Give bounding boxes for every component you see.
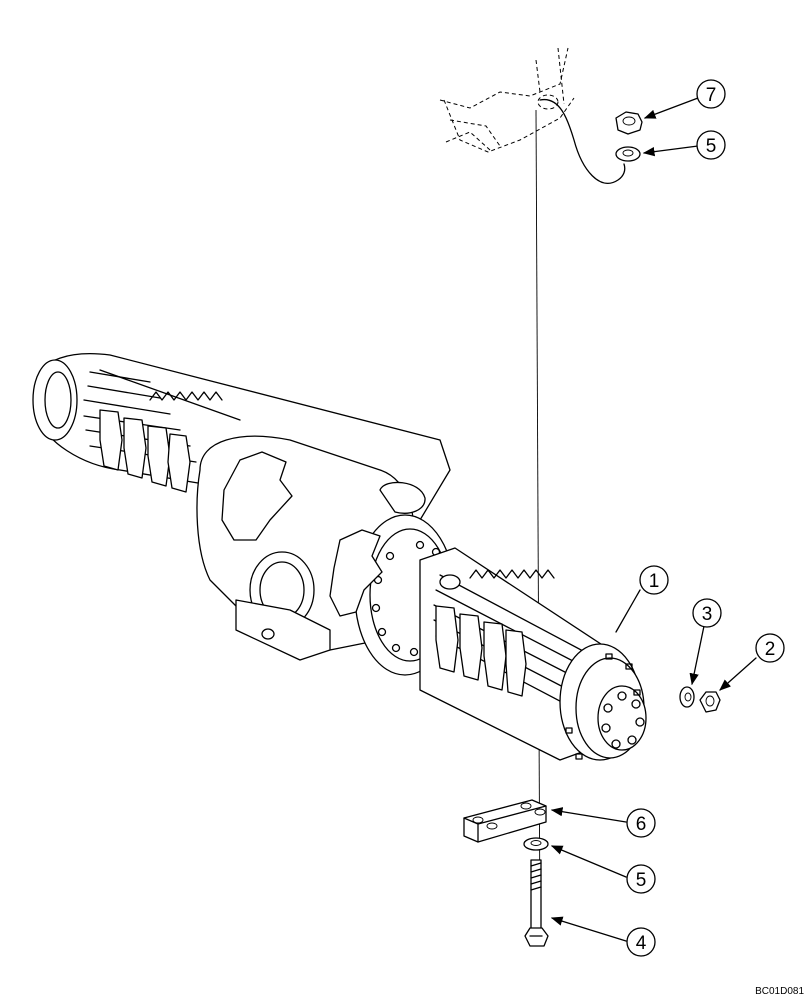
cable: [539, 99, 626, 184]
callout-label: 2: [765, 639, 776, 660]
washer-part-5-bottom: [523, 837, 549, 851]
leader-lines: [550, 97, 757, 942]
callout-label: 1: [649, 571, 660, 592]
bolt-axis-line: [535, 109, 541, 931]
callout-5-bottom: 5: [626, 864, 656, 894]
callout-label: 4: [636, 933, 647, 954]
callout-label: 7: [706, 85, 717, 106]
callout-6: 6: [626, 808, 656, 838]
frame-bracket-dashed: [439, 47, 575, 153]
plate-part-6: [463, 799, 547, 843]
washer-part-3: [679, 686, 695, 708]
axle-assembly-part-1: [32, 353, 647, 761]
nut-part-2: [699, 691, 721, 713]
callout-1: 1: [639, 565, 669, 595]
callout-7: 7: [696, 79, 726, 109]
hub-studs: [601, 691, 645, 749]
drawing-code: BC01D081: [755, 986, 804, 997]
hub-rim-bolts: [565, 653, 641, 760]
callout-label: 3: [702, 604, 713, 625]
washer-part-5-top: [615, 146, 641, 162]
callout-label: 5: [706, 136, 717, 157]
callout-3: 3: [692, 598, 722, 628]
callout-5-top: 5: [696, 130, 726, 160]
callout-4: 4: [626, 927, 656, 957]
callout-2: 2: [755, 633, 785, 663]
nut-part-7: [615, 111, 643, 135]
callout-label: 6: [636, 814, 647, 835]
callout-label: 5: [636, 870, 647, 891]
bolt-part-4: [524, 859, 549, 947]
